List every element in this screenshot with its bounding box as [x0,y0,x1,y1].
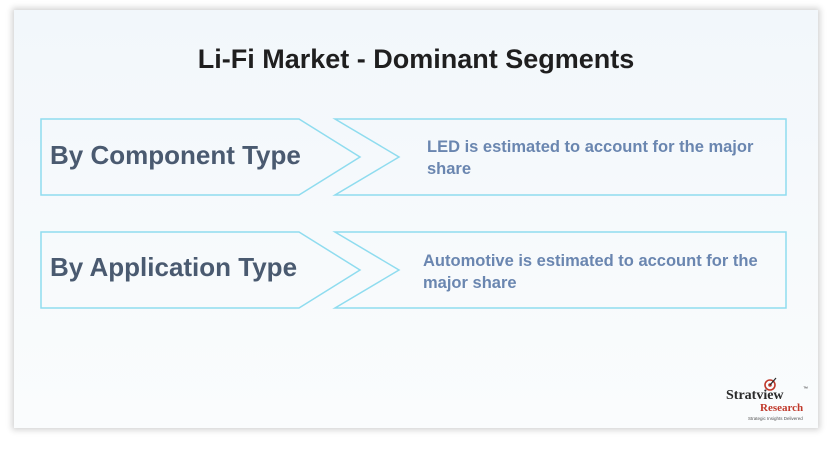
infographic-card: Li-Fi Market - Dominant Segments By Comp… [14,10,818,428]
segment-2-label-chevron [40,231,362,309]
segment-2-label: By Application Type [50,252,298,282]
segment-1-description: LED is estimated to account for the majo… [427,138,754,178]
stratview-logo: Stratview ™ Research Strategic Insights … [726,377,816,430]
page-title: Li-Fi Market - Dominant Segments [197,44,635,74]
segment-1-label-chevron [40,118,362,196]
segment-shapes [40,118,787,309]
segment-2-desc-chevron [332,231,787,309]
logo-trademark: ™ [803,386,808,392]
logo-tagline: Strategic Insights Delivered [748,416,803,421]
target-icon [764,377,777,391]
segment-1-label: By Component Type [50,140,301,170]
logo-sub: Research [760,402,804,414]
segment-1-desc-chevron [332,118,787,196]
logo-name: Stratview [726,388,784,403]
segment-2-description: Automotive is estimated to account for t… [423,252,758,292]
